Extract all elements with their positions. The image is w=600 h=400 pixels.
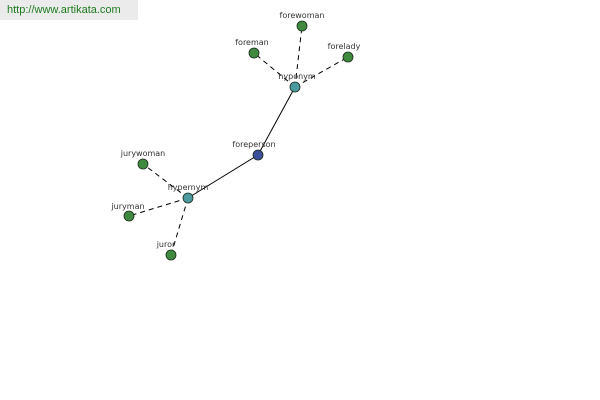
node-forewoman[interactable]: forewoman <box>280 11 325 32</box>
node-label-forelady: forelady <box>328 42 361 51</box>
node-dot-forewoman[interactable] <box>296 20 308 32</box>
node-hypernym[interactable]: hypernym <box>168 183 209 204</box>
node-label-juryman: juryman <box>110 202 144 211</box>
node-label-hypernym: hypernym <box>168 183 209 192</box>
node-label-foreman: foreman <box>235 38 269 47</box>
edge-hyponym-forelady <box>294 56 349 88</box>
node-label-hyponym: hyponym <box>278 72 316 81</box>
node-dot-hypernym[interactable] <box>182 192 194 204</box>
node-dot-juror[interactable] <box>165 249 177 261</box>
node-dot-juryman[interactable] <box>123 210 135 222</box>
source-url[interactable]: http://www.artikata.com <box>0 0 138 20</box>
node-juryman[interactable]: juryman <box>110 202 145 222</box>
edge-hypernym-juryman <box>128 197 189 217</box>
edge-foreperson-hyponym <box>257 86 296 156</box>
node-foreperson[interactable]: foreperson <box>232 140 276 161</box>
edge-hypernym-juror <box>170 197 189 256</box>
edge-hypernym-jurywoman <box>142 163 189 199</box>
node-hyponym[interactable]: hyponym <box>278 72 316 93</box>
node-label-foreperson: foreperson <box>232 140 275 149</box>
edge-hyponym-foreman <box>253 52 296 88</box>
node-juror[interactable]: juror <box>156 240 177 261</box>
node-forelady[interactable]: forelady <box>328 42 361 63</box>
node-label-jurywoman: jurywoman <box>120 149 166 158</box>
node-label-forewoman: forewoman <box>280 11 325 20</box>
node-jurywoman[interactable]: jurywoman <box>120 149 166 170</box>
node-dot-jurywoman[interactable] <box>137 158 149 170</box>
edges-layer <box>128 25 349 256</box>
node-foreman[interactable]: foreman <box>235 38 269 59</box>
node-dot-foreperson[interactable] <box>252 149 264 161</box>
node-dot-hyponym[interactable] <box>289 81 301 93</box>
node-dot-forelady[interactable] <box>342 51 354 63</box>
edge-hyponym-forewoman <box>294 25 303 88</box>
edge-foreperson-hypernym <box>187 154 259 199</box>
node-label-juror: juror <box>156 240 176 249</box>
nodes-layer: foreperson hyponym hypernym forewoman forema… <box>110 11 361 261</box>
node-dot-foreman[interactable] <box>248 47 260 59</box>
